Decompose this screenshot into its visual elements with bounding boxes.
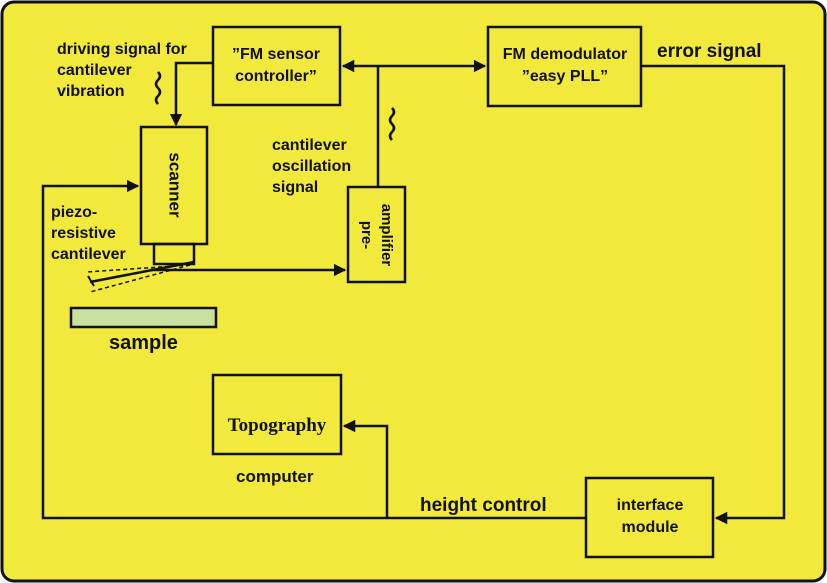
driving-signal-line2: cantilever	[57, 62, 132, 79]
oscillation-line2: oscillation	[272, 158, 351, 175]
preamplifier-line2: amplifier	[378, 204, 395, 267]
oscillation-line1: cantilever	[272, 137, 347, 154]
piezo-line1: piezo-	[51, 204, 97, 221]
drive-signal-wire	[169, 61, 213, 127]
scanner-block: scanner	[139, 125, 209, 266]
fm-demodulator-line1: FM demodulator	[503, 46, 627, 63]
height-control-label: height control	[420, 495, 547, 516]
computer-label: computer	[236, 467, 314, 486]
driving-signal-line3: vibration	[57, 83, 125, 100]
wavy-signal-icon	[388, 107, 396, 141]
fm-controller-line2: controller”	[235, 68, 317, 85]
preamplifier-line1: pre-	[358, 221, 375, 249]
fm-sensor-controller-block: ”FM sensor controller”	[211, 25, 342, 107]
fm-controller-line1: ”FM sensor	[232, 46, 320, 63]
piezo-line2: resistive	[51, 225, 116, 242]
sample-label: sample	[109, 332, 178, 354]
preamplifier-block: pre- amplifier	[346, 185, 407, 284]
computer-branch-wire	[342, 419, 389, 518]
driving-signal-line1: driving signal for	[57, 41, 187, 58]
sample-plate	[69, 306, 218, 329]
driving-signal-label: driving signal for cantilever vibration	[57, 41, 187, 100]
fm-demodulator-line2: ”easy PLL”	[522, 68, 608, 85]
cantilever-oscillation-label: cantilever oscillation signal	[272, 137, 351, 196]
oscillation-line3: signal	[272, 179, 318, 196]
piezo-cantilever-label: piezo- resistive cantilever	[51, 204, 126, 263]
topography-label: Topography	[228, 415, 327, 436]
scanner-label: scanner	[166, 152, 185, 218]
height-control-wire	[41, 179, 586, 520]
interface-module-line2: module	[622, 519, 679, 536]
error-signal-wire	[641, 64, 786, 525]
computer-screen-block: Topography	[211, 373, 343, 456]
wavy-signal-icon	[154, 71, 162, 105]
piezo-line3: cantilever	[51, 246, 126, 263]
interface-module-line1: interface	[617, 497, 684, 514]
error-signal-label: error signal	[657, 41, 762, 62]
cantilever-lever	[85, 260, 195, 293]
